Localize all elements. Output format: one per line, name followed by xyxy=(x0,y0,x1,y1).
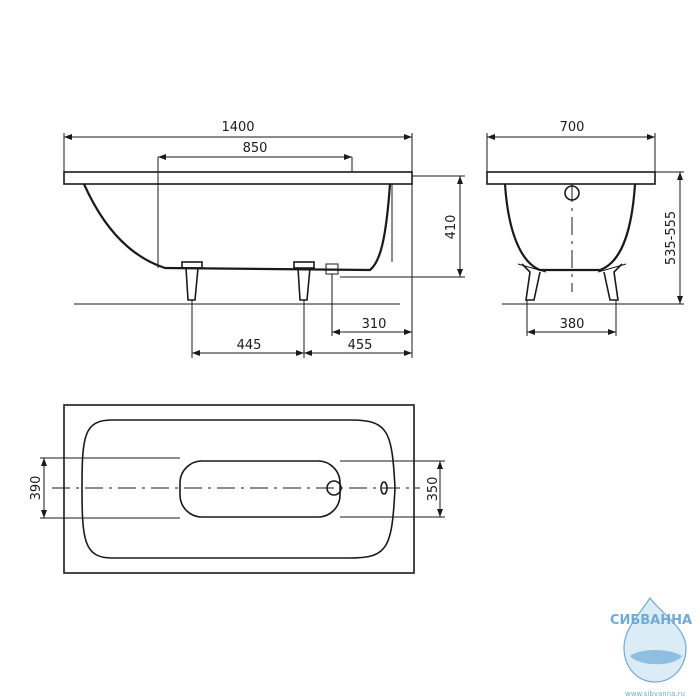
side-foot-right xyxy=(293,261,315,301)
dim-label-410: 410 xyxy=(444,215,459,240)
end-view: 700 535-555 380 xyxy=(486,120,684,336)
top-tub-outline xyxy=(81,419,396,559)
end-foot-right xyxy=(597,263,627,301)
arrows-445-455 xyxy=(192,350,412,356)
top-bottom-pad xyxy=(179,460,341,518)
end-foot-left xyxy=(517,263,547,301)
side-view: 1400 850 410 310 445 455 xyxy=(63,120,465,358)
dim-label-445: 445 xyxy=(237,338,262,353)
dim-label-310: 310 xyxy=(362,317,387,332)
watermark-logo: СИБВАННА www.sibvanna.ru xyxy=(610,596,692,698)
top-overflow xyxy=(380,481,388,495)
dim-label-380: 380 xyxy=(560,317,585,332)
dim-label-350: 350 xyxy=(426,477,441,502)
arrows-310 xyxy=(332,329,412,335)
dim-label-455: 455 xyxy=(348,338,373,353)
top-view: 390 350 xyxy=(29,404,445,574)
dim-label-535-555: 535-555 xyxy=(664,211,679,265)
watermark-brand: СИБВАННА xyxy=(610,613,692,628)
bathtub-icon xyxy=(630,650,682,665)
side-rim xyxy=(63,171,413,185)
side-tub-body xyxy=(82,183,392,272)
top-drain xyxy=(326,480,342,496)
top-outer-frame xyxy=(63,404,415,574)
dim-label-700: 700 xyxy=(560,120,585,135)
end-rim xyxy=(486,171,656,185)
side-foot-left xyxy=(181,261,203,301)
dim-label-390: 390 xyxy=(29,476,44,501)
water-drop-icon xyxy=(623,596,687,683)
dim-label-1400: 1400 xyxy=(221,120,254,135)
end-tub-body xyxy=(503,183,637,272)
watermark-site: www.sibvanna.ru xyxy=(625,690,685,698)
dim-label-850: 850 xyxy=(243,141,268,156)
